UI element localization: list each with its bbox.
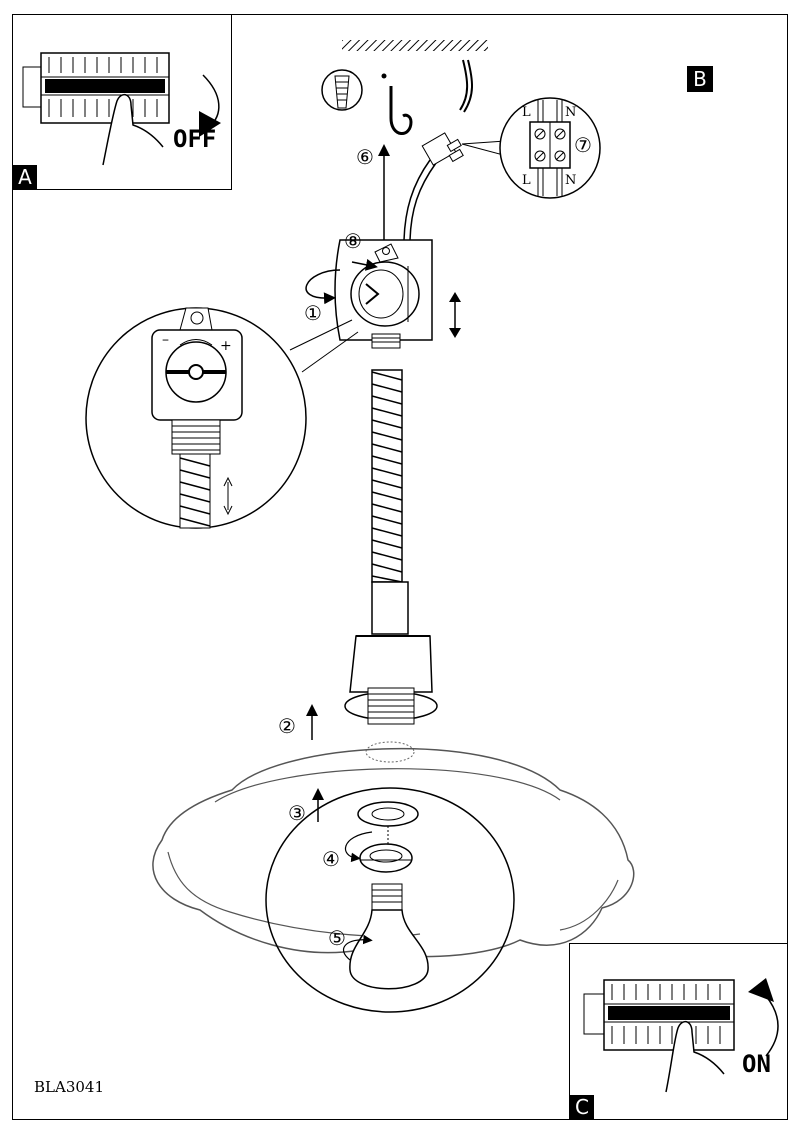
on-label: ON xyxy=(742,1050,771,1078)
rotate-arrow-step-4 xyxy=(344,831,373,863)
panel-b-tag: B xyxy=(687,66,713,92)
panel-c-tag: C xyxy=(570,1095,594,1119)
ceiling-canopy xyxy=(334,239,433,349)
mains-cable xyxy=(459,59,473,113)
terminal-detail-circle: L N L N xyxy=(499,97,601,199)
ceiling-hook-icon xyxy=(389,86,413,135)
terminal-label-n-top: N xyxy=(565,105,576,120)
breaker-on-illustration xyxy=(583,978,779,1093)
locking-ring xyxy=(359,843,413,873)
twisted-cord xyxy=(371,369,403,583)
breaker-off-illustration xyxy=(22,52,221,166)
rotate-arrow-step-5 xyxy=(343,934,373,961)
panel-a-tag: A xyxy=(13,165,37,189)
step-4-label: ④ xyxy=(322,847,340,871)
arrow-step-8 xyxy=(351,258,378,271)
step-3-label: ③ xyxy=(288,801,306,825)
light-bulb xyxy=(349,883,429,990)
terminal-label-l-top: L xyxy=(522,105,531,120)
terminal-label-l-bottom: L xyxy=(522,173,531,188)
off-label: OFF xyxy=(173,125,217,153)
height-adjust-arrow xyxy=(449,292,461,338)
lamp-holder xyxy=(344,581,438,725)
adjuster-detail-circle: – + xyxy=(85,307,359,529)
wall-plug-icon xyxy=(321,69,363,111)
terminal-label-n-bottom: N xyxy=(565,173,576,188)
screw-icon xyxy=(381,73,387,79)
fixing-ring xyxy=(357,801,419,844)
glass-globe xyxy=(265,787,515,1013)
step-7-label: ⑦ xyxy=(574,133,592,157)
adjust-plus-label: + xyxy=(220,338,232,354)
step-5-label: ⑤ xyxy=(328,926,346,950)
step-6-label: ⑥ xyxy=(356,145,374,169)
model-code: BLA3041 xyxy=(34,1078,104,1096)
ceiling-hatch xyxy=(342,40,488,51)
step-1-label: ① xyxy=(304,301,322,325)
panel-c: ON C xyxy=(569,943,788,1120)
step-2-label: ② xyxy=(278,714,296,738)
panel-a: OFF A xyxy=(12,14,232,190)
adjust-minus-label: – xyxy=(162,332,169,348)
instruction-sheet-frame xyxy=(12,14,788,1120)
step-8-label: ⑧ xyxy=(344,229,362,253)
rotate-arrow-step-1 xyxy=(305,269,341,305)
